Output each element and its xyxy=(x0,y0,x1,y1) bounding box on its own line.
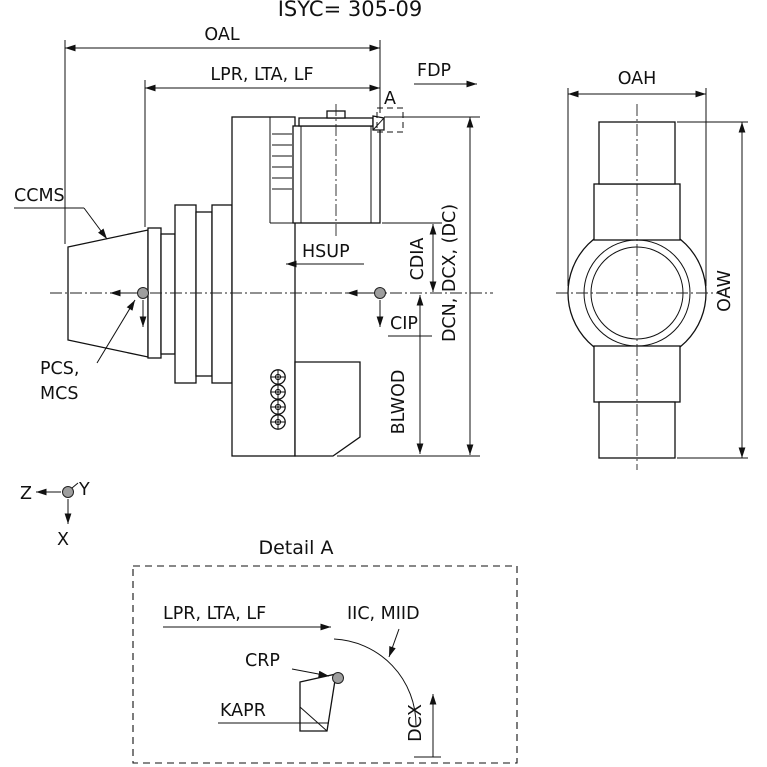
detail-dim-dcx: DCX xyxy=(406,694,441,758)
label-crp: CRP xyxy=(245,651,280,671)
screw xyxy=(270,384,286,400)
dim-oal: OAL xyxy=(64,25,381,244)
coordinate-system: Z Y X xyxy=(20,480,90,550)
label-kapr: KAPR xyxy=(220,701,266,721)
flange-ring-3 xyxy=(211,204,233,384)
label-axis-z: Z xyxy=(20,484,32,504)
origin-point-marker xyxy=(62,486,74,498)
detail-dim-iic-miid: IIC, MIID xyxy=(347,604,420,658)
scale-ticks xyxy=(272,133,292,190)
dim-cip: CIP xyxy=(347,287,432,337)
label-cdia: CDIA xyxy=(408,238,428,281)
label-oal: OAL xyxy=(204,25,239,45)
dim-hsup: HSUP xyxy=(286,242,364,268)
cutter-head xyxy=(292,125,381,224)
label-iic-miid: IIC, MIID xyxy=(347,604,420,624)
detail-view: Detail A LPR, LTA, LF IIC, MIID CRP KAPR xyxy=(132,537,518,764)
label-mcs: MCS xyxy=(40,384,78,404)
dim-cdia: CDIA xyxy=(382,222,442,292)
label-axis-x: X xyxy=(57,530,69,550)
label-pcs: PCS, xyxy=(40,359,79,379)
label-oah: OAH xyxy=(618,69,657,89)
main-body xyxy=(231,116,296,457)
label-detail-a-marker: A xyxy=(384,89,396,109)
dim-ccms: CCMS xyxy=(14,186,108,240)
lower-block xyxy=(294,361,361,457)
detail-a-box xyxy=(376,107,404,133)
label-blwod: BLWOD xyxy=(389,370,409,435)
front-view: OAH OAW xyxy=(556,69,748,470)
flange-ring-1 xyxy=(174,204,197,384)
label-lpr-lta-lf: LPR, LTA, LF xyxy=(210,65,313,85)
detail-border xyxy=(132,565,518,764)
insert-tip xyxy=(372,115,385,131)
label-detail-lpr-lta-lf: LPR, LTA, LF xyxy=(163,604,266,624)
screw xyxy=(270,399,286,415)
label-ccms: CCMS xyxy=(14,186,65,206)
label-dcx: DCX xyxy=(406,704,426,742)
collar-ring-2 xyxy=(160,233,176,355)
drawing-title: ISYC= 305-09 xyxy=(278,0,423,21)
main-view: OAL LPR, LTA, LF FDP A CCMS HSUP xyxy=(14,25,493,457)
screw xyxy=(270,369,286,385)
dim-fdp: FDP xyxy=(414,61,477,88)
dim-blwod: BLWOD xyxy=(337,295,480,457)
label-oaw: OAW xyxy=(715,270,735,312)
label-hsup: HSUP xyxy=(302,242,350,262)
flange-ring-2 xyxy=(195,211,213,377)
clamp-screws xyxy=(270,369,286,430)
detail-dim-crp: CRP xyxy=(245,651,330,678)
detail-callout-a: A xyxy=(376,89,404,133)
tool-body xyxy=(67,110,385,457)
crp-point-marker xyxy=(332,672,344,684)
y-axis-tick xyxy=(71,482,79,489)
detail-dim-kapr: KAPR xyxy=(218,701,329,724)
dim-pcs-mcs: PCS, MCS xyxy=(40,287,149,404)
dim-oaw: OAW xyxy=(677,121,748,459)
dim-oah: OAH xyxy=(567,69,707,286)
detail-insert xyxy=(299,673,337,732)
detail-dim-lpr-lta-lf: LPR, LTA, LF xyxy=(163,604,331,631)
detail-title: Detail A xyxy=(258,537,333,559)
cip-point-marker xyxy=(374,287,386,299)
label-cip: CIP xyxy=(390,314,418,334)
kapr-angle-arc xyxy=(333,638,417,726)
dim-lpr-lta-lf: LPR, LTA, LF xyxy=(144,65,380,227)
pcs-point-marker xyxy=(137,287,149,299)
screw xyxy=(270,414,286,430)
label-fdp: FDP xyxy=(417,61,451,81)
label-dcn-dcx-dc: DCN, DCX, (DC) xyxy=(440,204,460,342)
dim-dcn-dcx-dc: DCN, DCX, (DC) xyxy=(384,116,480,455)
label-axis-y: Y xyxy=(78,480,90,500)
